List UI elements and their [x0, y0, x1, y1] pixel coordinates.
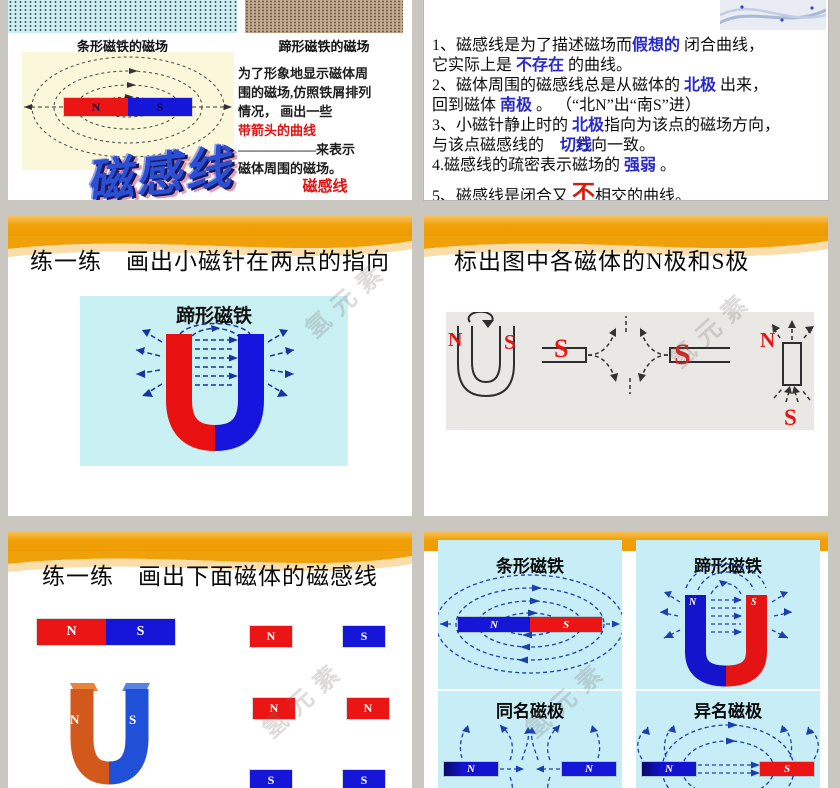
- header-wave: [424, 236, 828, 257]
- right-bar-s-label: S: [674, 338, 691, 371]
- rule-2-line-1: 2、磁体周围的磁感线总是从磁体的 北极 出来，: [432, 77, 769, 94]
- magnet-pole-s: S: [128, 98, 192, 116]
- magnet-n-left: N: [444, 762, 498, 776]
- panel-title: 异名磁极: [694, 702, 762, 721]
- slide-title: 练一练 画出下面磁体的磁感线: [42, 564, 378, 589]
- small-magnet-n3: N: [347, 698, 389, 719]
- horseshoe-n-label: N: [448, 329, 463, 351]
- vertical-n-label: N: [760, 328, 776, 352]
- answer-tangent: 切线: [560, 137, 593, 154]
- rule-1-line-1: 1、磁感线是为了描述磁场而假想的 闭合曲线，: [432, 37, 765, 54]
- slide-intro: 条形磁铁的磁场 蹄形磁铁的磁场 N S: [8, 0, 412, 200]
- poles-exercise-strip: N S S S N S: [446, 312, 814, 430]
- horseshoe-n-letter: N: [70, 712, 80, 727]
- blank-underline: ——————: [238, 142, 316, 157]
- magnet-n: N: [642, 762, 696, 776]
- intro-blank-line: ——————来表示: [238, 140, 412, 159]
- left-bar-s-label: S: [554, 334, 569, 363]
- panel-title: 条形磁铁: [496, 557, 564, 576]
- bar-magnet: N S: [64, 98, 192, 116]
- horseshoe-magnet-svg: [135, 322, 295, 451]
- intro-line-4: 磁体周围的磁场。: [238, 161, 343, 176]
- coil-photo: [720, 0, 826, 30]
- header-wave: [8, 551, 412, 572]
- field-lines-svg: [659, 563, 793, 687]
- slide-rules: 1、磁感线是为了描述磁场而假想的 闭合曲线， 它实际上是 不存在 的曲线。 2、…: [423, 0, 829, 201]
- bar-magnet-diagram: N S: [22, 52, 234, 170]
- horseshoe-label: 蹄形磁铁: [175, 306, 252, 327]
- slide-field-summary: 条形磁铁 N S 蹄形磁铁: [424, 531, 828, 788]
- horseshoe-s-label: S: [504, 330, 516, 354]
- vertical-s-label: S: [784, 405, 797, 430]
- pole-s: S: [106, 619, 175, 645]
- panel-horseshoe-magnet: 蹄形磁铁: [636, 540, 820, 689]
- intro-line-3: 情况， 画出一些: [238, 104, 333, 119]
- rule-1-line-2: 它实际上是 不存在 的曲线。: [432, 57, 633, 74]
- rule-3-line-2: 与该点磁感线的 切线方向一致。: [432, 137, 656, 154]
- rules-text: 1、磁感线是为了描述磁场而假想的 闭合曲线， 它实际上是 不存在 的曲线。 2、…: [432, 36, 824, 200]
- intro-line-1: 为了形象地显示磁体周: [238, 66, 369, 81]
- horseshoe-s-letter: S: [129, 712, 137, 727]
- rule-4: 4.磁感线的疏密表示磁场的 强弱 。: [432, 157, 677, 174]
- slide-title: 标出图中各磁体的N极和S极: [454, 249, 750, 274]
- answer-nonexistent: 不存在: [516, 57, 565, 74]
- after-blank: 来表示: [316, 142, 356, 157]
- answer-south: 南极: [500, 97, 533, 114]
- field-lines-svg: [637, 721, 819, 788]
- iron-filings-photo-horseshoe: [245, 0, 403, 33]
- slide-mark-poles: 标出图中各磁体的N极和S极: [424, 216, 828, 516]
- bar-magnet: N S: [458, 617, 602, 632]
- intro-text: 为了形象地显示磁体周 围的磁场,仿照铁屑排列 情况， 画出一些 带箭头的曲线 —…: [238, 64, 412, 197]
- caption-bar-field: 条形磁铁的磁场: [76, 39, 168, 54]
- horseshoe-field-image: 蹄形磁铁: [80, 296, 348, 466]
- panel-bar-magnet: 条形磁铁 N S: [438, 540, 622, 689]
- header-band: [8, 531, 412, 551]
- header-wave: [8, 236, 412, 257]
- rule-2-line-2: 回到磁体 南极 。 （“北N”出“南S”进）: [432, 97, 701, 114]
- intro-line-2: 围的磁场,仿照铁屑排列: [238, 85, 372, 100]
- answer-imaginary: 假想的: [632, 37, 681, 54]
- magnet-pole-n: N: [64, 98, 128, 116]
- poles-diagrams-svg: [457, 312, 814, 403]
- small-magnet-s3: S: [343, 770, 385, 788]
- magnet-s: S: [760, 762, 814, 776]
- rule-3-line-1: 3、小磁针静止时的 北极指向为该点的磁场方向，: [432, 117, 781, 134]
- magnet-n-right: N: [562, 762, 616, 776]
- rule-5: 5、磁感线是闭合又 不相交的曲线。: [432, 182, 824, 200]
- small-magnet-n2: N: [253, 698, 295, 719]
- panel-unlike-poles: 异名磁极 N S: [636, 691, 820, 788]
- iron-filings-photo-bar: [8, 0, 237, 33]
- bar-magnet-large: N S: [37, 619, 175, 645]
- field-lines-svg: [459, 724, 601, 788]
- slide-practice-draw-lines: 练一练 画出下面磁体的磁感线 N S N S N S N N S S: [8, 531, 412, 788]
- answer-north2: 北极: [572, 117, 605, 134]
- caption-horseshoe-field: 蹄形磁铁的磁场: [278, 39, 370, 54]
- pole-n-letter: N: [689, 597, 697, 608]
- horseshoe-magnet-3d: [70, 683, 150, 785]
- answer-not: 不: [572, 181, 596, 200]
- panel-title: 同名磁极: [496, 702, 564, 721]
- panel-like-poles: 同名磁极 N N: [438, 691, 622, 788]
- small-magnet-s2: S: [250, 770, 292, 788]
- header-band: [424, 216, 828, 236]
- answer-strength: 强弱: [624, 157, 657, 174]
- pole-n: N: [37, 619, 106, 645]
- slide-practice-needle: 练一练 画出小磁针在两点的指向 蹄形磁铁: [8, 216, 412, 516]
- small-magnet-s: S: [343, 626, 385, 647]
- slide-title: 练一练 画出小磁针在两点的指向: [30, 249, 390, 274]
- header-band: [8, 216, 412, 236]
- intro-red-phrase: 带箭头的曲线: [238, 123, 317, 138]
- small-magnet-n: N: [250, 626, 292, 647]
- intro-answer: 磁感线: [302, 179, 348, 195]
- panel-title: 蹄形磁铁: [694, 557, 762, 576]
- answer-north: 北极: [684, 77, 717, 94]
- pole-s-letter: S: [751, 597, 757, 608]
